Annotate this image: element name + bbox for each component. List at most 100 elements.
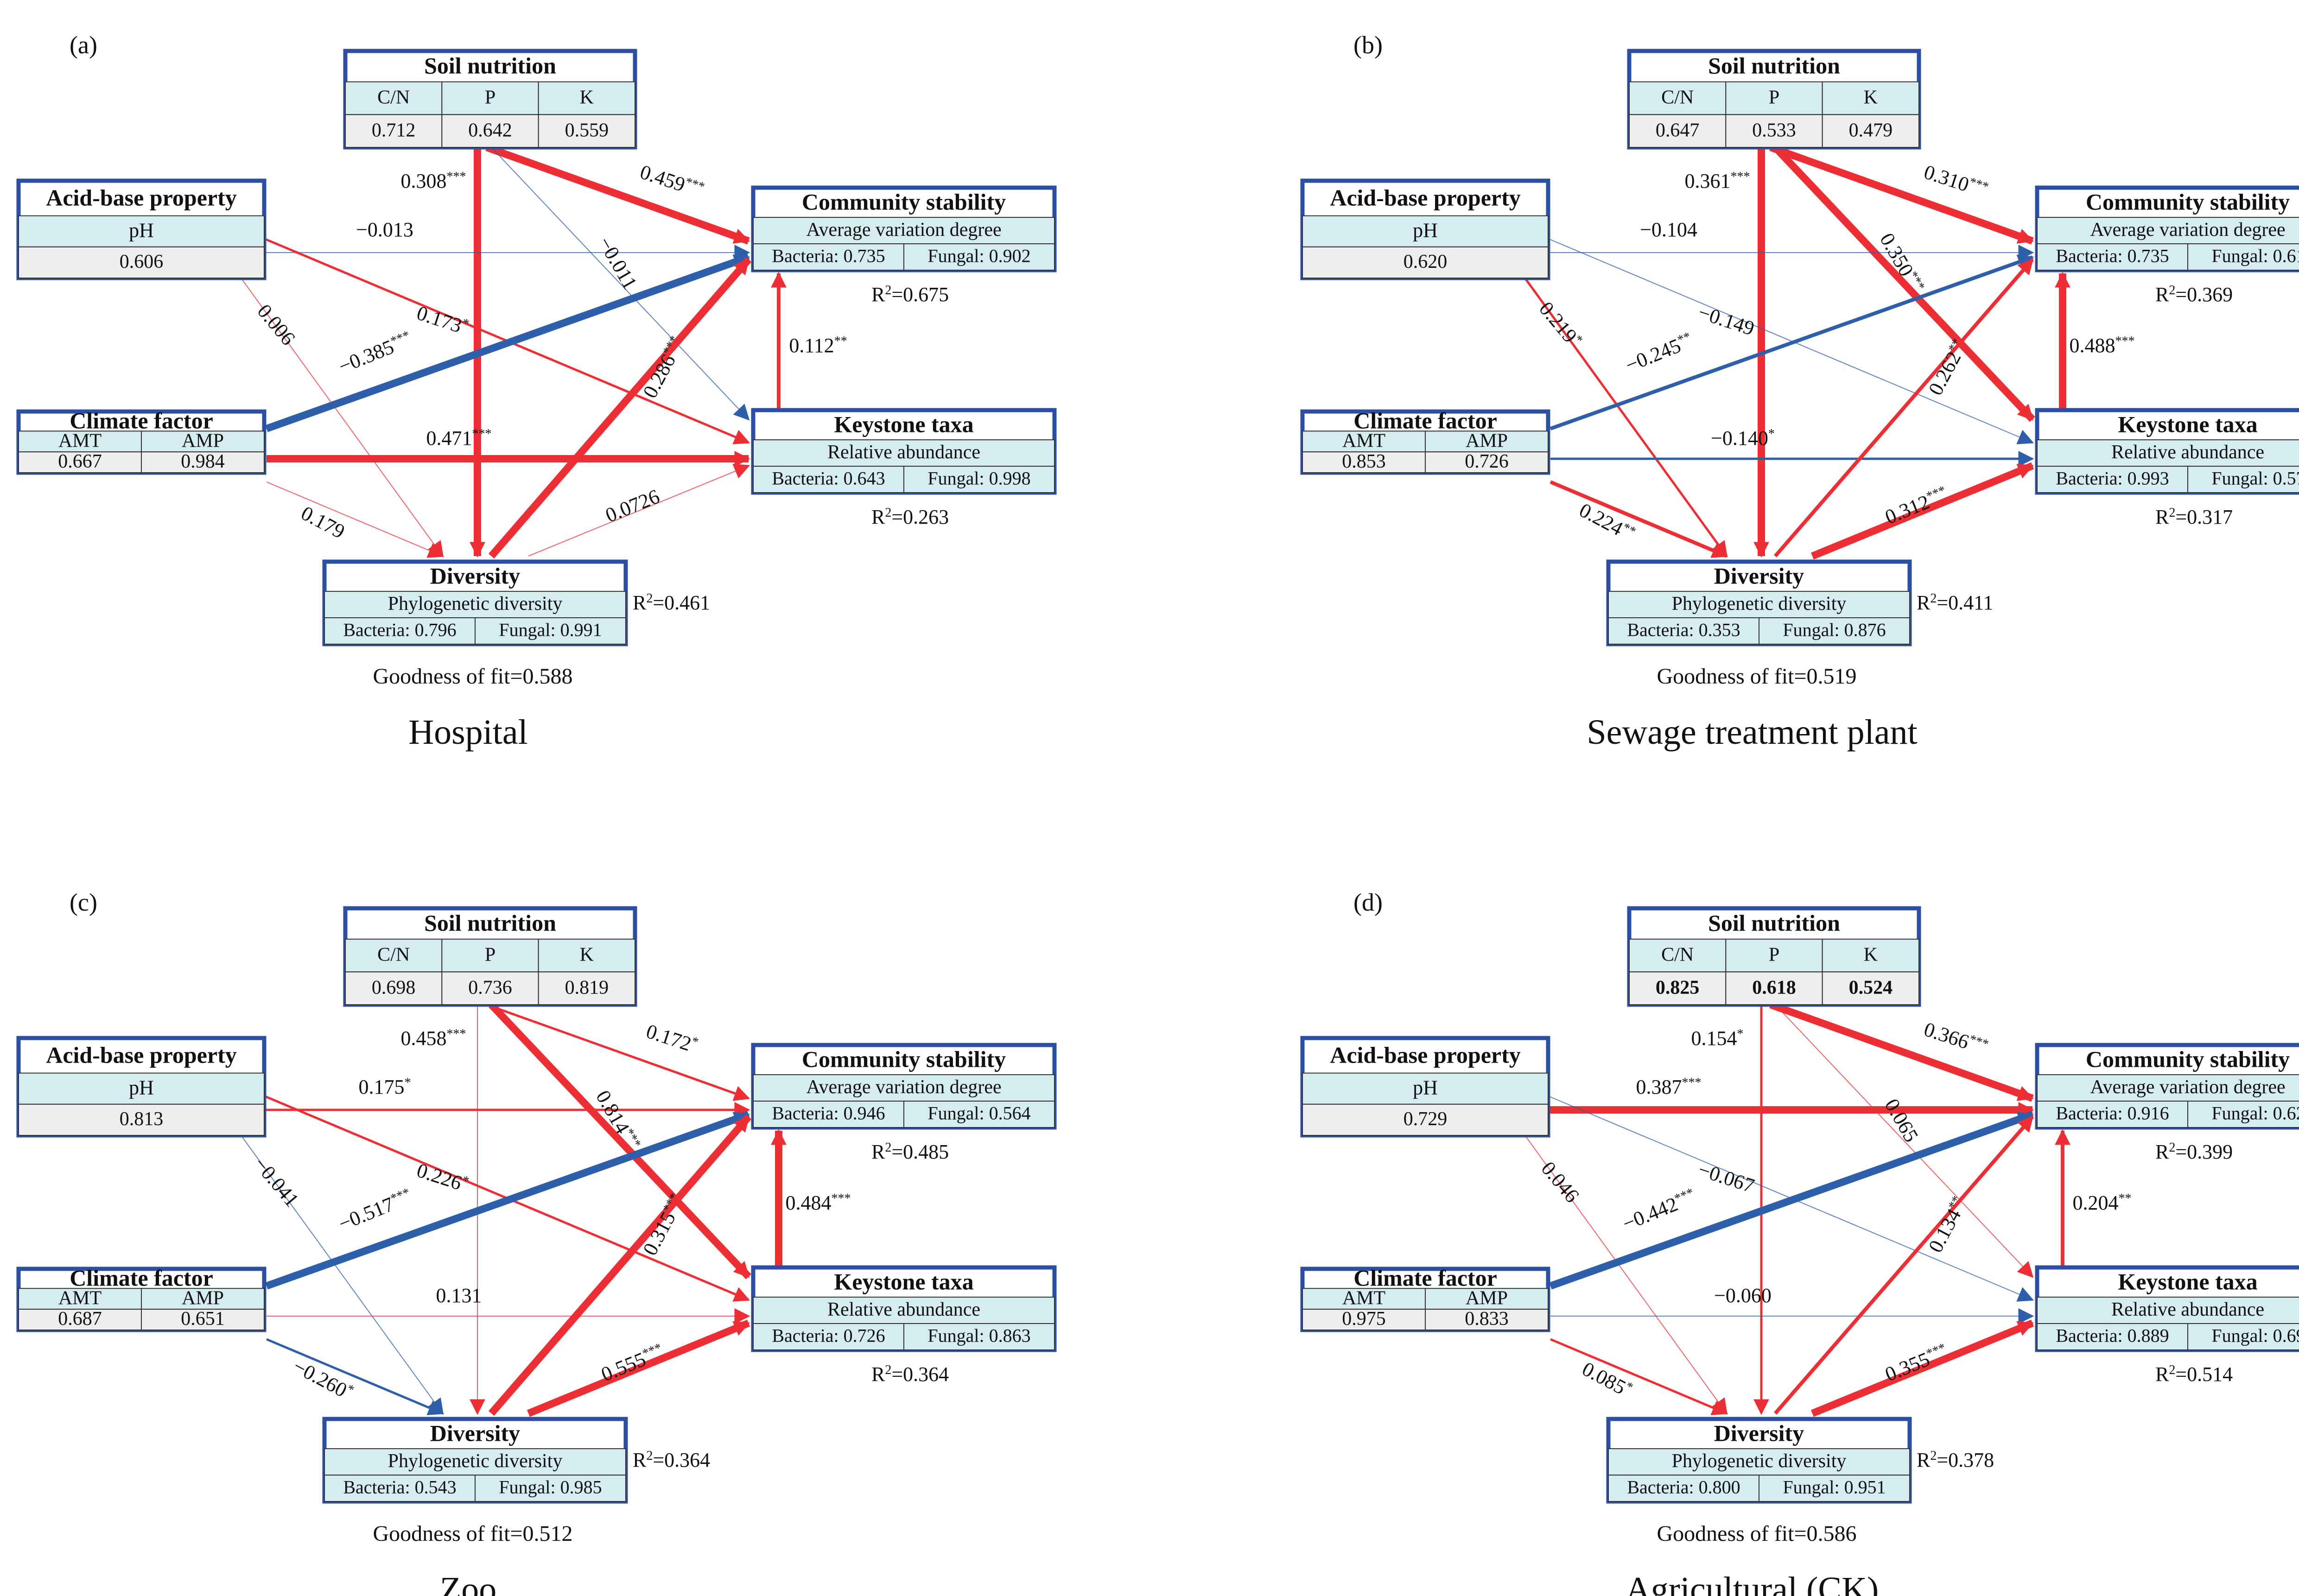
arrow-div-key <box>527 1319 750 1417</box>
coef-climate-stab: −0.442*** <box>1619 1185 1699 1235</box>
coef-climate-stab: −0.517*** <box>335 1185 415 1235</box>
coef-acid-key: 0.226* <box>414 1159 471 1197</box>
community-stability-sub-cell <box>753 1074 1055 1102</box>
climate-factor-col-header <box>1302 431 1426 453</box>
arrow-acid-div <box>1524 277 1728 557</box>
acid-base-sub-cell <box>18 215 265 247</box>
panel-title: Sewage treatment plant <box>1587 713 1917 752</box>
panel-label: (a) <box>70 31 97 59</box>
arrow-climate-stab <box>265 1111 750 1290</box>
arrow-div-stab <box>488 257 752 559</box>
community-stability-fungal: Fungal: 0.902 <box>927 246 1030 266</box>
climate-factor-col-header <box>1425 431 1549 453</box>
diversity-bacteria-cell <box>324 617 476 645</box>
keystone-taxa-r2: R2=0.317 <box>2155 506 2233 529</box>
climate-factor-col-label: AMT <box>1342 1287 1385 1309</box>
soil-nutrition-col-header <box>1822 938 1919 973</box>
soil-nutrition-col-value-cell <box>441 114 539 148</box>
path-arrows <box>1524 1001 2070 1417</box>
acid-base-value: 0.813 <box>120 1108 164 1130</box>
keystone-taxa-bacteria-cell <box>2037 466 2188 493</box>
climate-factor-title: Climate factor <box>70 1265 213 1291</box>
coef-acid-key: −0.067 <box>1696 1158 1757 1197</box>
coef-soil-div: 0.308*** <box>401 170 466 193</box>
panel-4: Soil nutritionC/N0.825P0.618K0.524Acid-b… <box>1300 888 2299 1596</box>
diversity-sub: Phylogenetic diversity <box>1672 593 1847 614</box>
arrow-climate-div <box>1550 1338 1728 1415</box>
coef-climate-key: −0.140* <box>1711 427 1775 450</box>
diversity-r2: R2=0.378 <box>1917 1449 1994 1472</box>
soil-nutrition-col-label: K <box>580 944 594 966</box>
soil-nutrition-col-label: C/N <box>377 87 410 108</box>
arrow-soil-key <box>491 147 750 421</box>
community-stability-bacteria: Bacteria: 0.735 <box>2056 246 2169 266</box>
arrow-div-key <box>1810 462 2034 560</box>
panel-3: Soil nutritionC/N0.698P0.736K0.819Acid-b… <box>16 888 1057 1596</box>
community-stability-sub: Average variation degree <box>2090 1077 2285 1098</box>
keystone-taxa-bacteria: Bacteria: 0.726 <box>772 1325 885 1346</box>
diversity-bacteria-cell <box>1608 617 1759 645</box>
diversity-bacteria: Bacteria: 0.543 <box>343 1477 456 1498</box>
path-arrows <box>241 1002 787 1417</box>
acid-base-value: 0.729 <box>1404 1108 1448 1130</box>
acid-base-sub: pH <box>1413 219 1438 241</box>
goodness-of-fit: Goodness of fit=0.586 <box>1657 1521 1856 1546</box>
soil-nutrition-col-value: 0.647 <box>1656 120 1700 141</box>
soil-nutrition-col-value: 0.559 <box>565 120 609 141</box>
coef-soil-stab: 0.310*** <box>1921 160 1990 203</box>
climate-factor-col-value: 0.687 <box>58 1308 102 1330</box>
keystone-taxa-sub: Relative abundance <box>827 1299 980 1320</box>
arrow-soil-stab <box>485 144 750 245</box>
panel-2: Soil nutritionC/N0.647P0.533K0.479Acid-b… <box>1300 31 2299 752</box>
diversity-bacteria: Bacteria: 0.796 <box>343 620 456 640</box>
community-stability-fungal-cell <box>2187 1101 2299 1128</box>
climate-factor-col-value: 0.984 <box>181 451 225 472</box>
soil-nutrition-col-value-cell <box>441 971 539 1005</box>
soil-nutrition-col-value: 0.642 <box>468 120 512 141</box>
climate-factor-title: Climate factor <box>1353 1265 1497 1291</box>
soil-nutrition-col-value-cell <box>1725 114 1823 148</box>
keystone-taxa-r2: R2=0.263 <box>871 506 949 529</box>
climate-factor-col-header <box>141 431 265 453</box>
climate-factor-col-value-cell <box>1425 1309 1549 1330</box>
arrow-soil-stab <box>1769 144 2034 245</box>
arrow-climate-div <box>266 481 445 558</box>
arrow-div-stab <box>488 1114 752 1416</box>
acid-base-value-cell <box>1302 1103 1549 1136</box>
acid-base-title: Acid-base property <box>1330 1042 1521 1068</box>
diversity-fungal: Fungal: 0.876 <box>1783 620 1886 640</box>
keystone-taxa-title: Keystone taxa <box>834 412 973 437</box>
climate-factor-col-value: 0.833 <box>1465 1308 1509 1330</box>
keystone-taxa-sub-cell <box>753 439 1055 467</box>
community-stability-bacteria-cell <box>2037 1101 2188 1128</box>
arrow-soil-key <box>1775 1004 2034 1278</box>
panel-label: (d) <box>1353 888 1383 916</box>
arrow-climate-stab <box>265 253 750 432</box>
diversity-fungal: Fungal: 0.951 <box>1783 1477 1886 1498</box>
climate-factor-col-value-cell <box>1302 451 1426 473</box>
diversity-title: Diversity <box>1714 1420 1804 1446</box>
acid-base-value: 0.620 <box>1404 251 1448 272</box>
soil-nutrition-col-header <box>1822 81 1919 115</box>
coef-key-stab: 0.204** <box>2073 1191 2132 1215</box>
soil-nutrition-title: Soil nutrition <box>424 910 556 936</box>
coef-climate-div: 0.179 <box>298 501 349 543</box>
panel-label: (b) <box>1353 31 1383 59</box>
climate-factor-col-label: AMP <box>1466 1287 1508 1309</box>
climate-factor-col-value-cell <box>18 1309 142 1330</box>
coef-soil-div: 0.361*** <box>1685 170 1750 193</box>
keystone-taxa-bacteria: Bacteria: 0.993 <box>2056 468 2169 489</box>
arrow-soil-key <box>1772 145 2035 422</box>
soil-nutrition-col-header <box>441 938 539 973</box>
diversity-fungal: Fungal: 0.991 <box>499 620 602 640</box>
diversity-bacteria: Bacteria: 0.353 <box>1627 620 1740 640</box>
soil-nutrition-title: Soil nutrition <box>1708 53 1840 79</box>
path-arrows <box>241 144 787 559</box>
coef-acid-stab: 0.175* <box>359 1076 411 1099</box>
